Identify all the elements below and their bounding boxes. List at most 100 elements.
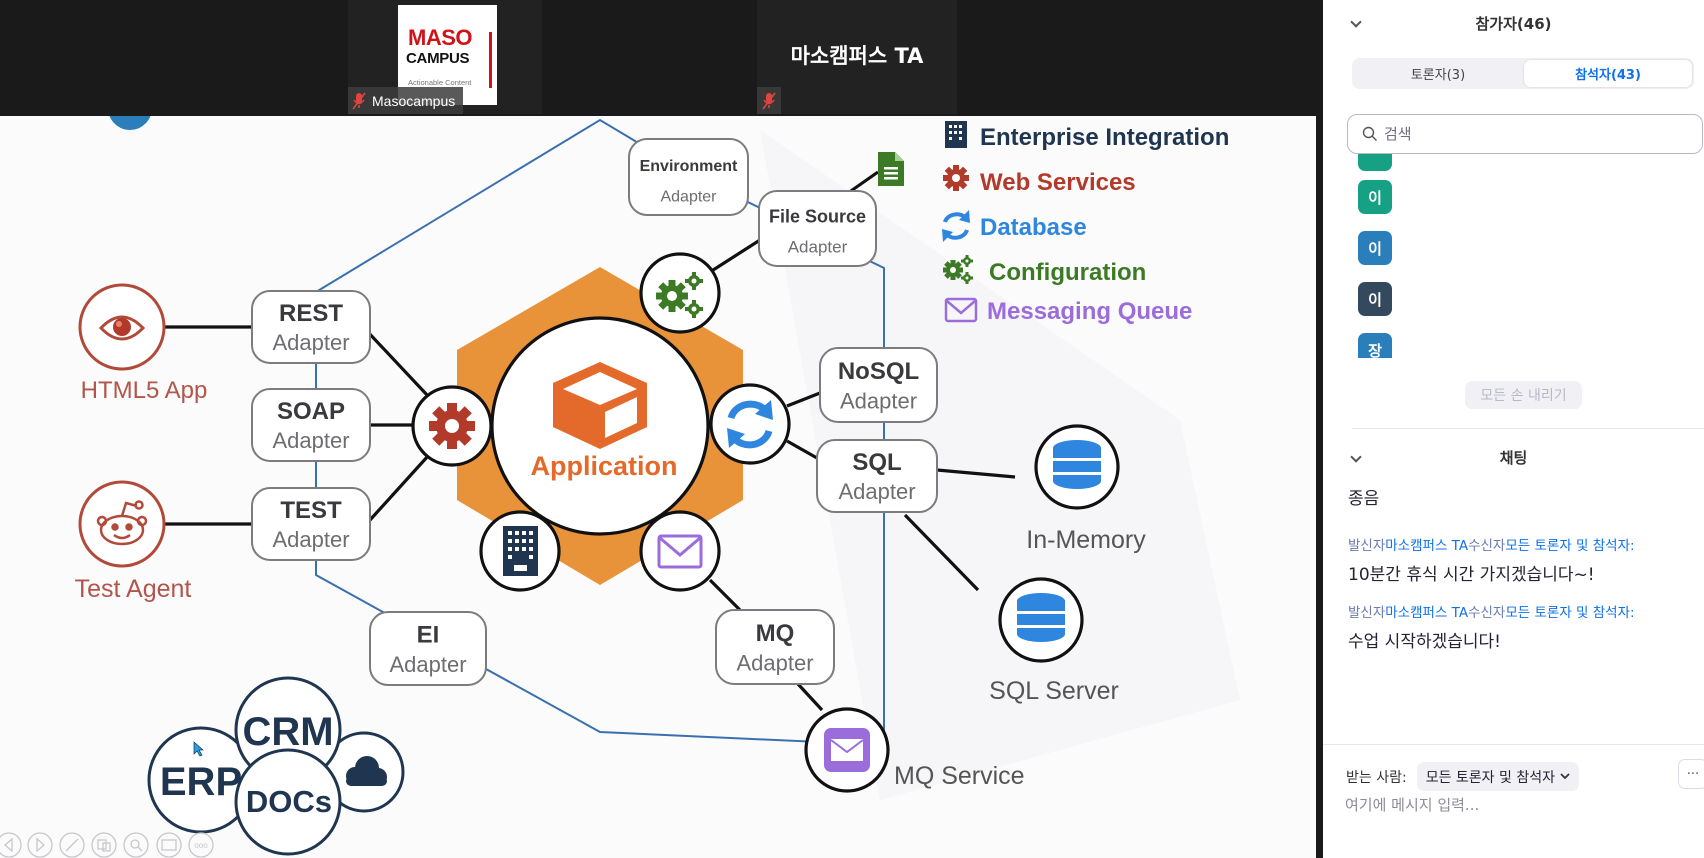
adapter-title: SOAP [277,398,345,425]
subtitles-button[interactable] [156,832,182,858]
crm-label: CRM [242,710,333,754]
recipient-label: 받는 사람: [1346,769,1407,786]
participant-avatar[interactable]: 이 [1358,231,1392,265]
participant-avatar[interactable] [1358,154,1392,171]
envelope-icon [944,297,978,323]
participant-name-tag: Masocampus [348,87,464,114]
gear-icon [429,403,475,449]
video-tile-ta[interactable]: 마소캠퍼스 TA [757,0,957,114]
application-label: Application [531,451,678,481]
more-options-button[interactable]: ooo [188,832,214,858]
test-agent-node [78,480,166,568]
in-memory-label: In-Memory [1026,526,1146,554]
recipient-name[interactable]: 모든 토론자 및 참석자: [1505,605,1635,621]
recipient-dropdown[interactable]: 모든 토론자 및 참석자 [1416,762,1579,791]
html5-app-label: HTML5 App [81,377,208,404]
sender-name[interactable]: 마소캠퍼스 TA [1385,605,1469,621]
logo-bar [489,32,492,88]
building-icon [503,526,538,576]
mq-service-label: MQ Service [894,762,1025,790]
logo-line-1: MASO [408,25,473,50]
gears-icon [656,272,703,318]
docs-label: DOCs [246,784,332,819]
search-input[interactable] [1384,125,1664,143]
chat-more-button[interactable]: ··· [1678,759,1704,789]
background-shade [760,130,1240,800]
database-sync-node [709,383,791,465]
connector-sql-inmemory [936,468,1016,479]
adapter-title: NoSQL [838,358,919,385]
connector-filesource-doc [847,170,879,195]
lower-all-hands-button[interactable]: 모든 손 내리기 [1465,381,1582,409]
magnifier-icon [130,839,140,849]
video-strip: MASO CAMPUS Actionable Content Masocampu… [0,0,1316,116]
connector-mail-mq [708,578,742,612]
legend-label: Messaging Queue [987,298,1192,325]
adapter-title: Environment [640,158,738,175]
participant-display-name: 마소캠퍼스 TA [790,44,924,68]
connectors [165,170,1016,712]
tab-attendees[interactable]: 참석자(43) [1524,60,1692,87]
adapter-subtitle: Adapter [838,479,915,504]
sync-icon [727,400,773,449]
video-tile-masocampus[interactable]: MASO CAMPUS Actionable Content Masocampu… [348,0,542,114]
envelope-icon [824,728,870,772]
envelope-icon [657,534,703,569]
mouse-cursor [193,741,204,757]
eye-icon [98,315,146,341]
partial-blue-shape [109,116,151,130]
database-icon [1017,593,1065,642]
sender-name[interactable]: 마소캠퍼스 TA [1385,538,1469,554]
participant-avatar[interactable]: 이 [1358,180,1392,214]
chat-message-meta: 발신자마소캠퍼스 TA수신자모든 토론자 및 참석자: [1348,601,1698,621]
slides-icon [97,839,107,850]
adapter-title: MQ [756,620,795,647]
participant-avatar[interactable]: 이 [1358,282,1392,316]
messaging-node [639,510,721,592]
chat-message-text: 종음 [1348,489,1380,509]
participant-name-tag [757,87,781,114]
recipient-name[interactable]: 모든 토론자 및 참석자: [1505,538,1635,554]
database-icon [1053,440,1101,489]
legend-item-database: Database [942,210,1087,242]
enterprise-integration-node [479,510,561,592]
box-icon [553,362,647,449]
gears-icon [943,255,973,284]
docs-circle [234,748,342,856]
chat-message-input[interactable] [1345,796,1675,814]
test-agent-label: Test Agent [75,575,192,603]
adapter-box [251,487,371,561]
legend-label: Database [980,214,1087,241]
from-label: 발신자 [1348,538,1386,554]
adapter-title: TEST [280,497,342,524]
tab-panelists[interactable]: 토론자(3) [1410,68,1466,83]
adapter-box [251,290,371,364]
participant-avatar[interactable]: 장 [1358,333,1392,358]
mic-muted-icon [762,92,776,109]
adapter-box [251,388,371,462]
web-services-node [411,385,493,467]
triangle-right-icon [36,837,45,853]
next-slide-button[interactable] [27,832,53,858]
participant-list[interactable]: 이 이 이 장 [1323,154,1704,358]
adapter-subtitle: Adapter [660,188,717,205]
mq-service-node [804,707,890,793]
slides-button[interactable] [91,832,117,858]
robot-icon [96,500,148,546]
zoom-button[interactable] [123,832,149,858]
legend-item-enterprise-integration: Enterprise Integration [945,121,1229,151]
panel-divider[interactable] [1316,0,1323,858]
slide-toolbar: ooo [0,832,214,858]
from-label: 발신자 [1348,605,1386,621]
pen-button[interactable] [59,832,85,858]
triangle-left-icon [4,837,13,853]
adapter-boxes: RESTAdapterSOAPAdapterTESTAdapterEIAdapt… [251,138,938,686]
participant-search[interactable] [1347,114,1703,154]
prev-slide-button[interactable] [0,832,22,858]
connector-sql-sqlserver [903,513,980,592]
